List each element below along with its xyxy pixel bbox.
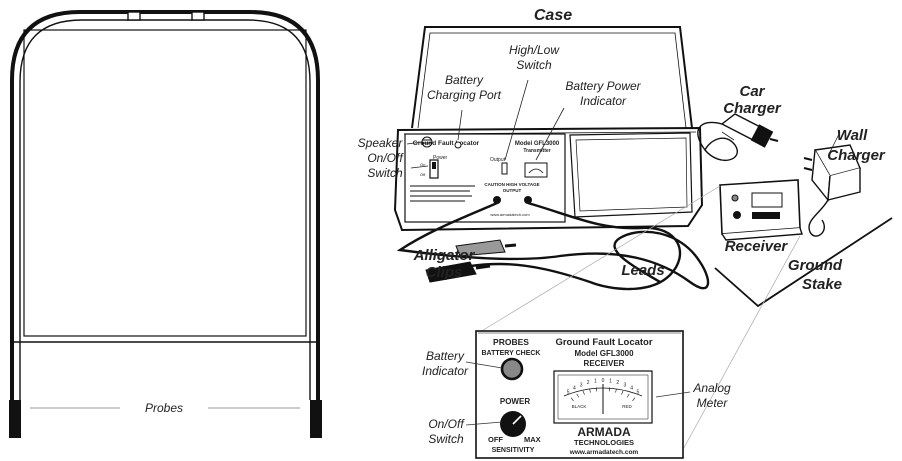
ground-stake-label-1: Ground <box>788 257 843 274</box>
battery-indicator-label-2: Indicator <box>422 364 469 378</box>
alligator-clips-label-1: Alligator <box>413 247 476 264</box>
power-knob-label: POWER <box>500 397 530 406</box>
meter-scale-number: 2 <box>616 380 619 386</box>
ground-stake-label-2: Stake <box>802 276 842 293</box>
off-label: Off <box>420 172 426 177</box>
transmitter-title: Ground Fault Locator <box>413 140 480 147</box>
battery-check-label: BATTERY CHECK <box>482 350 541 357</box>
meter-tick <box>626 393 630 398</box>
receiver-label: Receiver <box>725 238 789 255</box>
meter-scale-number: 0 <box>602 378 605 384</box>
wall-charger <box>803 144 861 237</box>
wall-charger-label-2: Charger <box>827 147 886 164</box>
output-label: Output <box>490 157 506 163</box>
transmitter-subtitle: Transmitter <box>523 148 550 154</box>
on-off-switch-bottom-label-2: Switch <box>428 432 464 446</box>
meter-tick <box>615 388 617 393</box>
meter-scale-number: 5 <box>637 390 640 396</box>
battery-charging-port-label-2: Charging Port <box>427 88 502 102</box>
output-jack-left <box>493 196 501 204</box>
transmitter-model: Model GFL3000 <box>515 141 560 147</box>
battery-indicator-label-1: Battery <box>426 349 465 363</box>
alligator-clips-label-2: Clips <box>426 264 463 281</box>
probes-frame <box>9 10 322 438</box>
high-low-switch[interactable] <box>501 162 508 175</box>
power-sensitivity-knob[interactable] <box>500 411 526 437</box>
leads-label: Leads <box>621 262 664 279</box>
case-label: Case <box>534 7 572 24</box>
leads <box>396 201 710 291</box>
high-low-switch-label-2: Switch <box>516 58 552 72</box>
meter-tick <box>589 388 591 393</box>
on-off-switch-bottom-label-1: On/Off <box>428 417 465 431</box>
caution-label: CAUTION HIGH VOLTAGE <box>484 182 539 187</box>
battery-charging-port-label-1: Battery <box>445 73 484 87</box>
receiver-unit <box>719 179 803 241</box>
meter-right-label: RED <box>622 404 632 409</box>
meter-tick <box>582 390 585 395</box>
meter-scale-number: 5 <box>567 390 570 396</box>
on-off-switch-top-label-1: On/Off <box>367 151 404 165</box>
meter-tick <box>595 387 597 392</box>
meter-scale-number: 1 <box>594 379 597 385</box>
car-charger <box>697 113 779 161</box>
meter-left-label: BLACK <box>572 404 587 409</box>
sensitivity-label: SENSITIVITY <box>492 447 535 454</box>
probes-jack-label: PROBES <box>493 337 529 347</box>
case <box>393 26 704 232</box>
wall-charger-label-1: Wall <box>837 127 868 144</box>
meter-scale-number: 1 <box>609 379 612 385</box>
meter-tick <box>570 397 574 402</box>
meter-scale-number: 4 <box>630 386 633 392</box>
analog-meter-label-2: Meter <box>697 396 729 410</box>
knob-max-label: MAX <box>524 435 541 444</box>
meter-scale-number: 4 <box>573 386 576 392</box>
meter-tick <box>621 390 624 395</box>
meter-scale-number: 3 <box>624 382 627 388</box>
battery-power-indicator-label-1: Battery Power <box>565 79 641 93</box>
battery-power-indicator-window <box>524 162 548 178</box>
transmitter-website: www.armadatech.com <box>490 212 530 217</box>
receiver-website: www.armadatech.com <box>569 449 639 456</box>
car-charger-label-2: Charger <box>723 100 782 117</box>
meter-scale-number: 3 <box>580 382 583 388</box>
battery-power-indicator-label-2: Indicator <box>580 94 627 108</box>
meter-tick <box>576 393 580 398</box>
left-probe-tip <box>9 400 21 438</box>
probes-label: Probes <box>145 401 183 415</box>
brand-subtitle: TECHNOLOGIES <box>574 438 634 447</box>
high-low-switch-label-1: High/Low <box>509 43 560 57</box>
car-charger-label-1: Car <box>739 83 765 100</box>
ground-stake <box>714 217 893 308</box>
battery-check-indicator <box>500 357 524 381</box>
knob-off-label: OFF <box>488 435 503 444</box>
on-label: On <box>420 162 425 167</box>
brand-name: ARMADA <box>577 425 631 439</box>
meter-tick <box>609 387 611 392</box>
receiver-panel-subtitle: RECEIVER <box>584 359 625 368</box>
receiver-panel-title: Ground Fault Locator <box>555 337 652 348</box>
output-jack-right <box>524 196 532 204</box>
meter-tick <box>632 397 636 402</box>
alligator-clip-top <box>455 239 517 257</box>
receiver-panel-model: Model GFL3000 <box>574 349 634 358</box>
analog-meter-label-1: Analog <box>692 381 731 395</box>
right-probe-tip <box>310 400 322 438</box>
alligator-clip-bottom <box>425 261 491 283</box>
charging-port-icon <box>454 141 462 149</box>
speaker-label: Speaker <box>358 136 404 150</box>
on-off-switch-top-label-2: Switch <box>367 166 403 180</box>
meter-scale-number: 2 <box>587 380 590 386</box>
power-label: Power <box>433 155 448 161</box>
output-text: OUTPUT <box>503 188 522 193</box>
